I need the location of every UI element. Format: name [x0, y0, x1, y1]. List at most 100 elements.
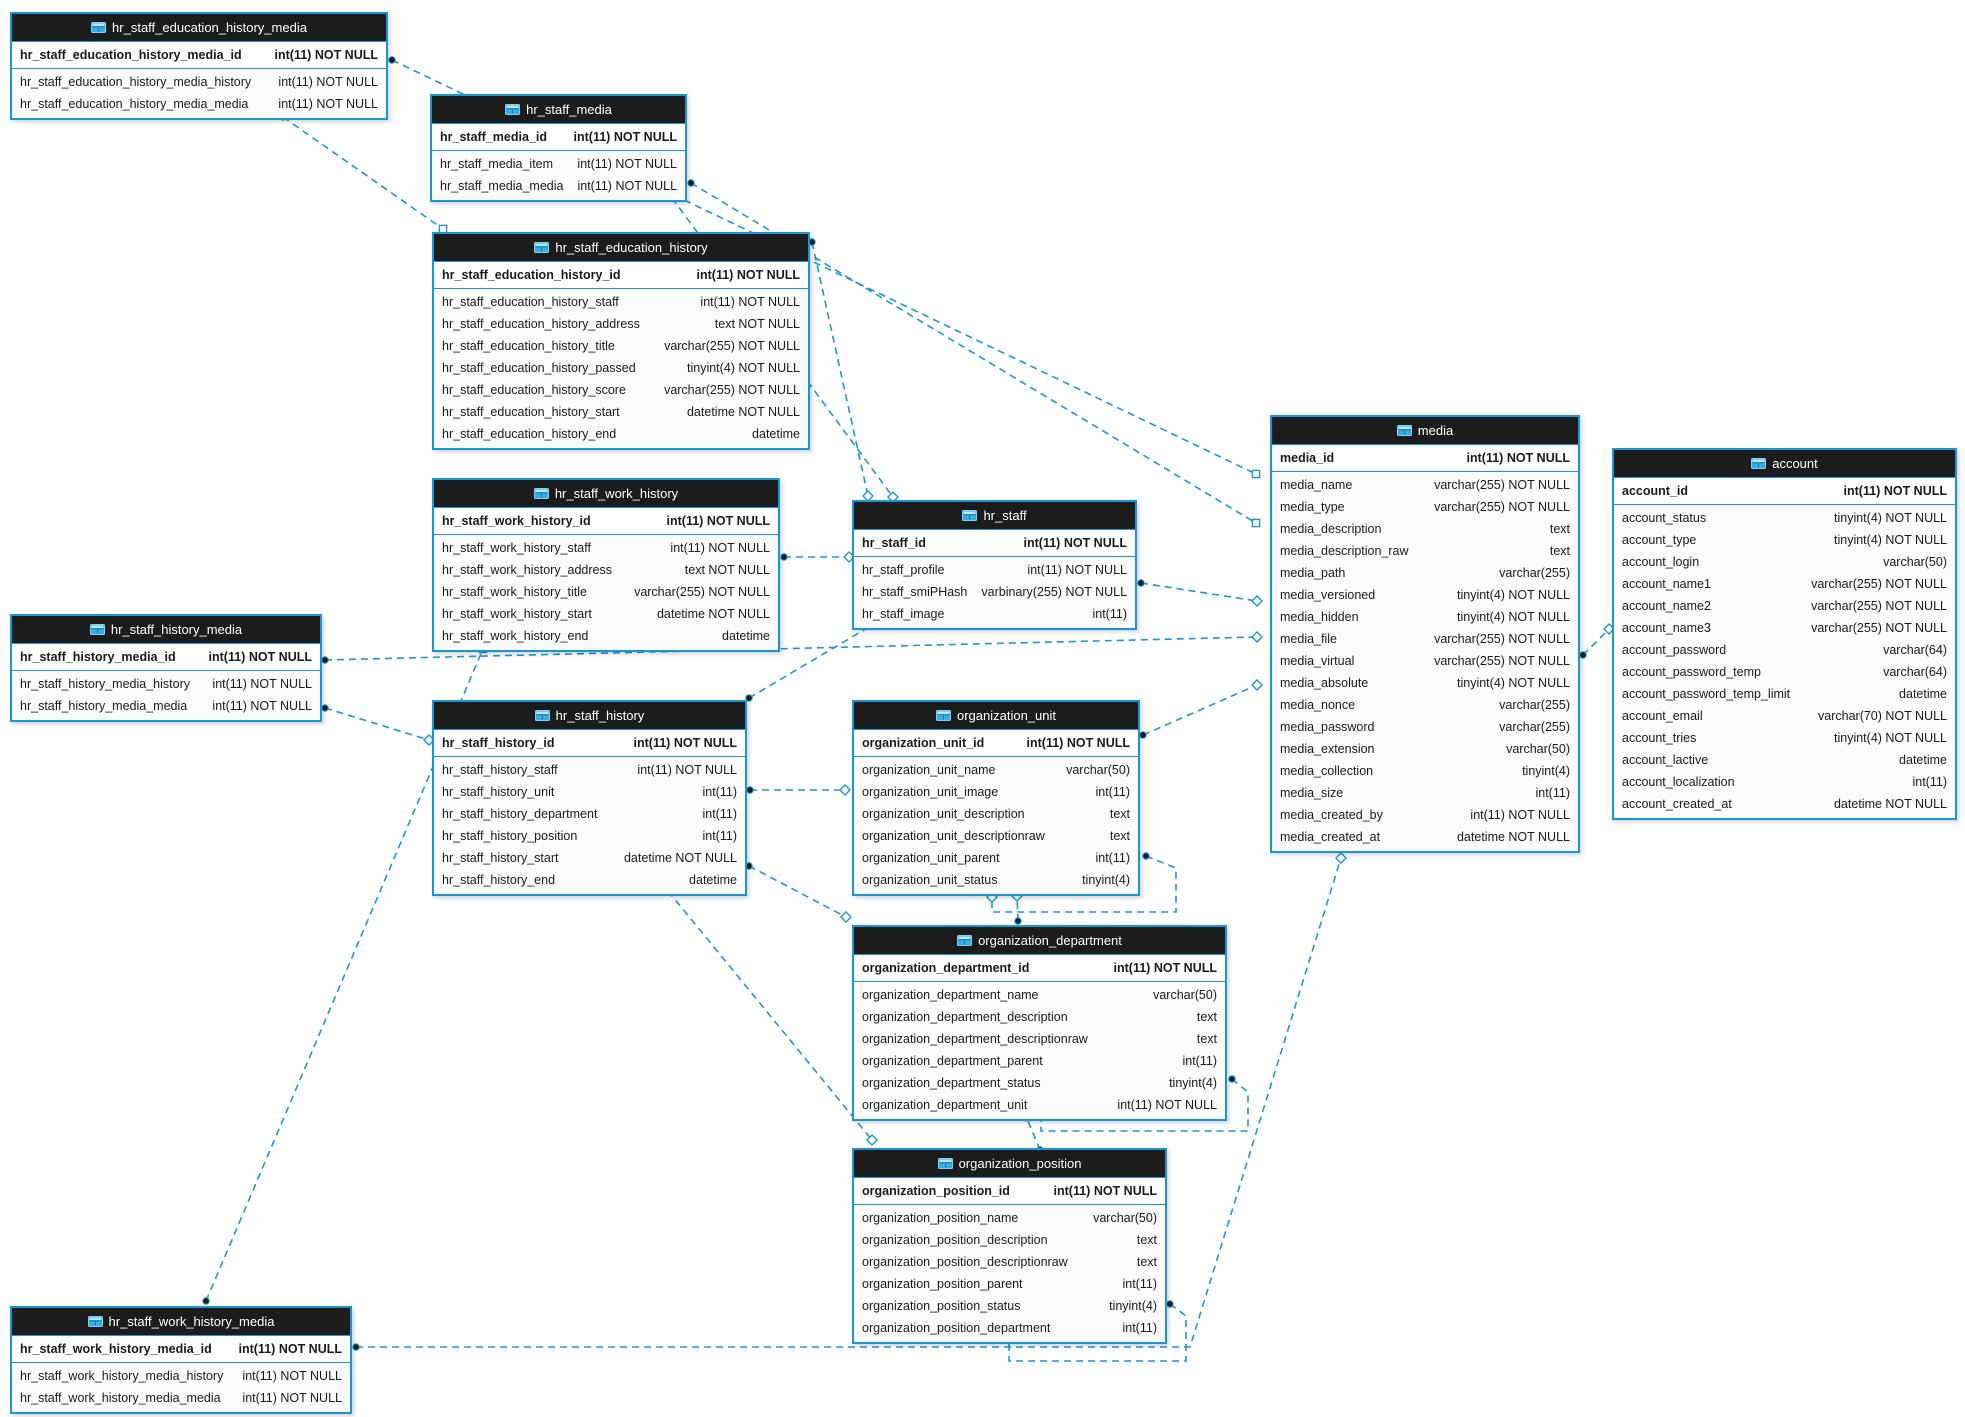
column-name: organization_department_status [862, 1076, 1041, 1090]
table-header[interactable]: organization_unit [854, 702, 1138, 730]
column-type: tinyint(4) NOT NULL [1834, 731, 1947, 745]
relationship-line [667, 890, 873, 1141]
relationship-dot-marker [321, 656, 329, 664]
table-header[interactable]: hr_staff_media [432, 96, 685, 124]
table-header[interactable]: hr_staff_work_history_media [12, 1308, 350, 1336]
relationship-square-marker [1251, 469, 1261, 479]
table-header[interactable]: hr_staff_work_history [434, 480, 778, 508]
pk-row: hr_staff_history_media_id int(11) NOT NU… [12, 644, 320, 671]
table-grid-icon [505, 104, 521, 115]
column-type: varchar(255) NOT NULL [1434, 478, 1570, 492]
column-type: varchar(255) NOT NULL [1434, 632, 1570, 646]
table-header[interactable]: hr_staff_education_history [434, 234, 808, 262]
pk-row: hr_staff_education_history_media_id int(… [12, 42, 386, 69]
table-organization_unit[interactable]: organization_unit organization_unit_id i… [852, 700, 1140, 896]
table-header[interactable]: hr_staff_history [434, 702, 745, 730]
column-type: varchar(70) NOT NULL [1818, 709, 1947, 723]
column-name: account_localization [1622, 775, 1735, 789]
column-name: organization_department_parent [862, 1054, 1043, 1068]
table-header[interactable]: hr_staff [854, 502, 1135, 530]
table-grid-icon [533, 488, 549, 499]
table-header[interactable]: account [1614, 450, 1955, 478]
table-header[interactable]: hr_staff_history_media [12, 616, 320, 644]
table-hr_staff_work_history[interactable]: hr_staff_work_history hr_staff_work_hist… [432, 478, 780, 652]
relationship-dot-marker [1137, 579, 1145, 587]
column-name: hr_staff_history_position [442, 829, 578, 843]
column-name: hr_staff_history_unit [442, 785, 555, 799]
pk-column-type: int(11) NOT NULL [696, 268, 800, 282]
column-name: media_extension [1280, 742, 1375, 756]
column-name: hr_staff_work_history_staff [442, 541, 591, 555]
pk-column-name: organization_department_id [862, 961, 1030, 975]
table-header[interactable]: media [1272, 417, 1578, 445]
table-hr_staff_work_history_media[interactable]: hr_staff_work_history_media hr_staff_wor… [10, 1306, 352, 1414]
relationship-line [1016, 895, 1019, 922]
column-type: int(11) [702, 829, 737, 843]
table-hr_staff_history[interactable]: hr_staff_history hr_staff_history_id int… [432, 700, 747, 896]
pk-column-type: int(11) NOT NULL [274, 48, 378, 62]
column-type: varchar(255) NOT NULL [664, 339, 800, 353]
column-type: int(11) [702, 785, 737, 799]
pk-column-type: int(11) NOT NULL [1053, 1184, 1157, 1198]
table-media[interactable]: media media_id int(11) NOT NULL media_na… [1270, 415, 1580, 853]
table-title: hr_staff_media [526, 102, 612, 117]
column-name: organization_unit_parent [862, 851, 1000, 865]
column-type: varchar(255) [1499, 698, 1570, 712]
table-hr_staff_education_history[interactable]: hr_staff_education_history hr_staff_educ… [432, 232, 810, 450]
pk-column-type: int(11) NOT NULL [1026, 736, 1130, 750]
column-name: hr_staff_work_history_media_media [20, 1391, 221, 1405]
table-grid-icon [534, 710, 550, 721]
column-type: varchar(255) NOT NULL [1434, 654, 1570, 668]
pk-row: hr_staff_media_id int(11) NOT NULL [432, 124, 685, 151]
table-organization_position[interactable]: organization_position organization_posit… [852, 1148, 1167, 1344]
table-header[interactable]: organization_position [854, 1150, 1165, 1178]
column-type: int(11) NOT NULL [212, 677, 312, 691]
table-hr_staff_media[interactable]: hr_staff_media hr_staff_media_id int(11)… [430, 94, 687, 202]
column-type: varchar(255) NOT NULL [664, 383, 800, 397]
table-hr_staff[interactable]: hr_staff hr_staff_id int(11) NOT NULL hr… [852, 500, 1137, 630]
table-header[interactable]: hr_staff_education_history_media [12, 14, 386, 42]
column-name: hr_staff_education_history_end [442, 427, 617, 441]
column-name: organization_position_descriptionraw [862, 1255, 1068, 1269]
table-account[interactable]: account account_id int(11) NOT NULL acco… [1612, 448, 1957, 820]
column-type: int(11) [1122, 1321, 1157, 1335]
relationship-diamond-marker [1251, 679, 1263, 691]
table-title: hr_staff_education_history [555, 240, 708, 255]
table-title: organization_position [958, 1156, 1082, 1171]
table-hr_staff_history_media[interactable]: hr_staff_history_media hr_staff_history_… [10, 614, 322, 722]
column-name: hr_staff_education_history_passed [442, 361, 636, 375]
table-organization_department[interactable]: organization_department organization_dep… [852, 925, 1227, 1121]
table-title: account [1772, 456, 1818, 471]
column-name: media_hidden [1280, 610, 1359, 624]
table-header[interactable]: organization_department [854, 927, 1225, 955]
table-hr_staff_education_history_media[interactable]: hr_staff_education_history_media hr_staf… [10, 12, 388, 120]
